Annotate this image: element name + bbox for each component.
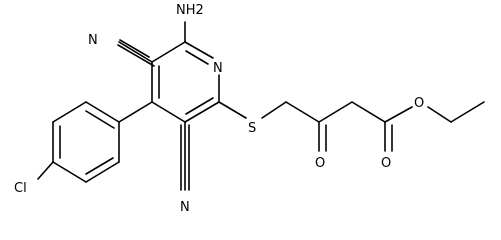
bond-ethyl-ch3 <box>450 101 485 123</box>
bond-c4-aryl <box>118 101 153 123</box>
ketone-oxygen-label: O <box>315 156 325 171</box>
nitrile-top: N <box>88 33 155 67</box>
bond-s-ch2 <box>261 101 287 119</box>
side-chain: S O O O <box>218 96 485 171</box>
nitrile-bottom-n-label: N <box>180 200 190 215</box>
bond-aryl-cl <box>37 161 54 180</box>
nitrile-bottom: N <box>180 121 190 215</box>
pyridine-ring <box>151 41 220 123</box>
bond-ch2-ester-c <box>351 101 386 123</box>
aryl-bond-4 <box>52 161 87 183</box>
aryl-bond-2 <box>52 101 87 123</box>
bond-n1-c2-inner <box>185 50 209 65</box>
aryl-bond-5 <box>85 161 120 183</box>
ester-carbonyl-oxygen-label: O <box>381 156 391 171</box>
nitrile-top-bond-2 <box>119 39 150 58</box>
aryl-bond-5-inner <box>85 157 114 175</box>
chlorophenyl-ring <box>37 101 153 183</box>
aryl-bond-1 <box>85 101 120 123</box>
structure-canvas: NH2 N N N Cl S O <box>14 3 485 215</box>
bond-c2-c3 <box>151 41 186 63</box>
nitrile-top-bond-3 <box>117 44 155 67</box>
sulfur-label: S <box>248 121 256 136</box>
bond-ester-c-o-ether <box>384 106 413 123</box>
bond-c5-c6-inner <box>185 97 214 115</box>
molecule-structure: NH2 N N N Cl S O <box>14 3 485 215</box>
bond-ch2-co <box>285 101 320 123</box>
bond-c6-s <box>218 101 247 119</box>
pyridine-nitrogen-label: N <box>213 61 223 76</box>
amino-group-label: NH2 <box>176 3 204 18</box>
bond-c4-c5 <box>151 101 186 123</box>
bond-o-ch2-ethyl <box>427 106 452 123</box>
bond-c5-c6 <box>184 101 220 123</box>
bond-n1-c2 <box>184 41 214 59</box>
chlorine-label: Cl <box>14 181 27 196</box>
bond-co-ch2 <box>318 101 353 123</box>
ester-ether-oxygen-label: O <box>414 96 424 111</box>
nitrile-top-bond-1 <box>118 41 153 63</box>
aryl-bond-1-inner <box>85 110 115 129</box>
nitrile-top-n-label: N <box>88 33 98 48</box>
